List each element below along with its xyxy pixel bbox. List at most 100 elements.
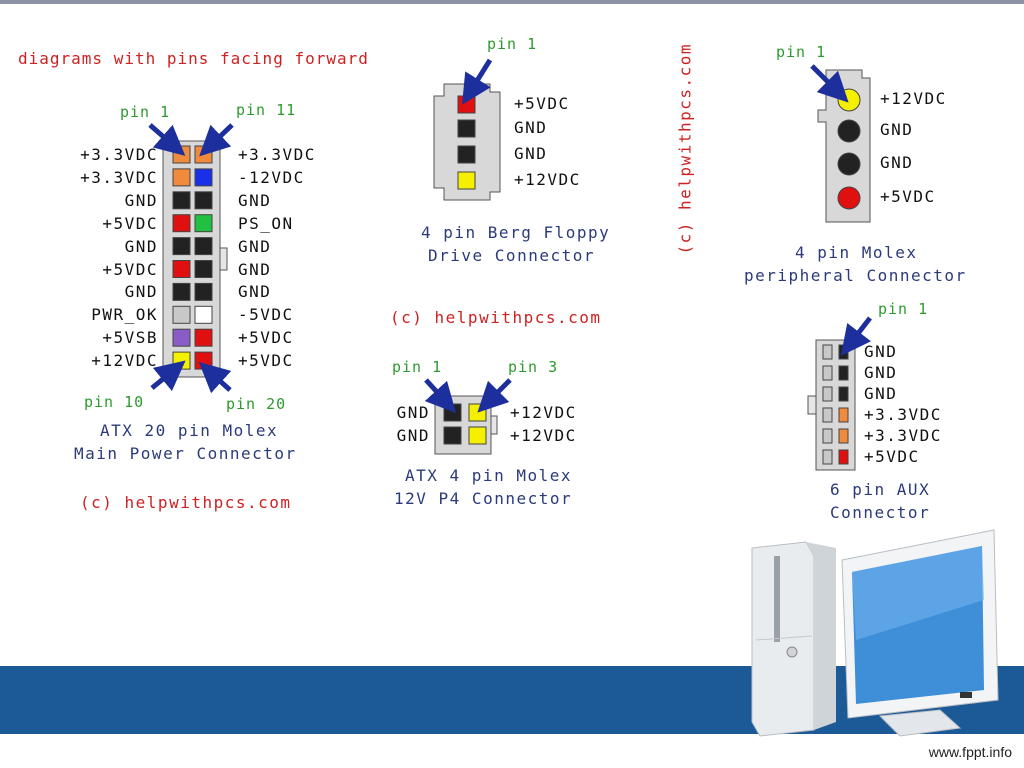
aux-pin-label: GND (864, 342, 898, 361)
atx20-latch (219, 247, 228, 271)
atx20-left-label: +3.3VDC (80, 167, 158, 187)
atx20-right-label: -5VDC (238, 305, 294, 325)
aux-title-line2: Connector (830, 503, 931, 522)
molex-pin (837, 186, 861, 210)
atx20-title-line2: Main Power Connector (74, 444, 297, 463)
aux-pin (838, 407, 849, 423)
atx20-pin (194, 305, 213, 324)
top-rule (0, 0, 1024, 4)
p4-pin1-label: pin 1 (392, 358, 443, 376)
molex-title-line2: peripheral Connector (744, 266, 967, 285)
p4-pin1-arrow (424, 378, 457, 414)
floppy-copyright: (c) helpwithpcs.com (390, 308, 602, 327)
molex-pin-label: +12VDC (880, 89, 947, 108)
floppy-pin1-label: pin 1 (487, 35, 538, 53)
pc-tower-icon (751, 541, 836, 737)
p4-right-label: +12VDC (510, 403, 577, 422)
atx20-pin (172, 260, 191, 278)
molex-pin (837, 119, 861, 143)
floppy-title-line1: 4 pin Berg Floppy (421, 223, 611, 242)
aux-pin-label: GND (864, 384, 898, 403)
p4-left-label: GND (396, 403, 430, 422)
p4-left-label: GND (396, 426, 430, 445)
molex-title-line1: 4 pin Molex (795, 243, 918, 262)
floppy-pin1-arrow (462, 58, 493, 105)
aux-pin1-arrow (840, 316, 872, 356)
atx20-right-label: +5VDC (238, 328, 294, 348)
atx20-pin1-arrow (148, 123, 186, 156)
aux-title-line1: 6 pin AUX (830, 480, 931, 499)
atx20-pin (194, 191, 213, 210)
aux-pin-label: +3.3VDC (864, 405, 942, 424)
atx20-pin (172, 191, 191, 210)
atx20-left-label: GND (124, 236, 158, 256)
molex-pin-label: GND (880, 153, 914, 172)
aux-latch (807, 395, 817, 415)
atx20-pin20-label: pin 20 (226, 395, 287, 413)
atx20-copyright: (c) helpwithpcs.com (80, 493, 292, 512)
atx20-pin (194, 168, 213, 187)
aux-pin (838, 386, 849, 402)
atx20-pin11-arrow (199, 123, 234, 157)
atx20-pin20-arrow (198, 361, 232, 394)
footer-url: www.fppt.info (928, 744, 1012, 760)
floppy-pin-label: +12VDC (514, 170, 581, 189)
atx20-right-label: +5VDC (238, 351, 294, 371)
p4-title-line1: ATX 4 pin Molex (405, 466, 572, 485)
molex-pin-label: GND (880, 120, 914, 139)
aux-pin-left (822, 449, 833, 465)
atx20-pin (194, 328, 213, 347)
p4-pin (468, 426, 487, 445)
aux-pin (838, 428, 849, 444)
floppy-pin (457, 171, 476, 190)
aux-pin-label: GND (864, 363, 898, 382)
floppy-title-line2: Drive Connector (428, 246, 595, 265)
atx20-left-label: PWR_OK (91, 305, 158, 325)
molex-pin1-arrow (810, 64, 849, 103)
floppy-pin (457, 145, 476, 164)
atx20-title-line1: ATX 20 pin Molex (100, 421, 279, 440)
atx20-pin (172, 305, 191, 324)
molex-pin-label: +5VDC (880, 187, 936, 206)
atx20-left-label: +12VDC (91, 351, 158, 371)
p4-pin3-arrow (477, 378, 512, 413)
aux-housing (815, 339, 856, 471)
atx20-left-label: +3.3VDC (80, 145, 158, 164)
aux-pin-left (822, 365, 833, 381)
atx20-right-label: PS_ON (238, 213, 294, 233)
p4-latch (490, 415, 498, 435)
atx20-pin (194, 282, 213, 301)
atx20-pin (172, 214, 191, 233)
aux-pin-left (822, 386, 833, 402)
aux-pin (838, 365, 849, 381)
aux-pin-label: +5VDC (864, 447, 920, 466)
p4-title-line2: 12V P4 Connector (394, 489, 573, 508)
atx20-pin (194, 237, 213, 256)
aux-pin-left (822, 428, 833, 444)
atx20-right-label: -12VDC (238, 167, 305, 187)
atx20-pin (194, 214, 213, 233)
atx20-left-label: GND (124, 190, 158, 210)
atx20-right-label: +3.3VDC (238, 145, 316, 164)
atx20-pin (172, 328, 191, 347)
atx20-right-label: GND (238, 190, 272, 210)
atx20-pin (172, 282, 191, 301)
atx20-left-label: +5VDC (102, 259, 158, 279)
atx20-pin (172, 168, 191, 187)
p4-pin3-label: pin 3 (508, 358, 559, 376)
atx20-pin1-label: pin 1 (120, 103, 171, 121)
floppy-pin-label: GND (514, 118, 548, 137)
atx20-right-label: GND (238, 282, 272, 302)
atx20-pin (172, 237, 191, 256)
molex-pin-column (837, 88, 861, 210)
aux-pin1-label: pin 1 (878, 300, 929, 318)
aux-pin (838, 449, 849, 465)
floppy-pin (457, 119, 476, 138)
p4-right-label: +12VDC (510, 426, 577, 445)
monitor-icon (841, 529, 999, 737)
floppy-pin-label: +5VDC (514, 94, 570, 113)
atx20-pin10-label: pin 10 (84, 393, 145, 411)
atx20-left-label: +5VSB (102, 328, 158, 348)
